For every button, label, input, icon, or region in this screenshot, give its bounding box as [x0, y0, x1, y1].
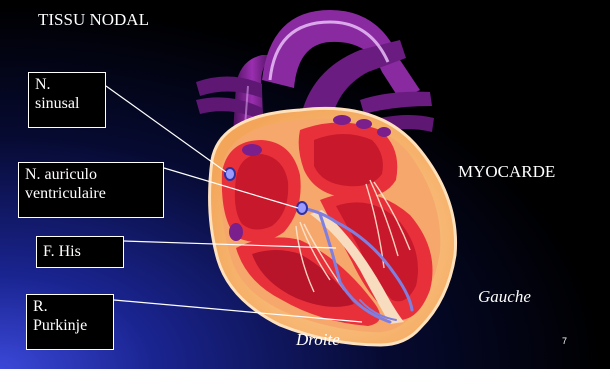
pulmonary-artery-left — [360, 92, 432, 114]
left-atrium-cavity — [314, 134, 383, 186]
label-av-node-line1: N. auriculo — [25, 165, 157, 184]
label-his-bundle: F. His — [36, 236, 124, 268]
av-node-dot — [297, 202, 307, 214]
page-number: 7 — [562, 336, 567, 346]
label-purkinje: R. Purkinje — [26, 294, 114, 350]
label-sinus-node-line1: N. — [35, 75, 99, 94]
heart-body — [210, 108, 456, 345]
label-gauche: Gauche — [478, 287, 531, 307]
label-sinus-node-line2: sinusal — [35, 94, 99, 113]
label-purkinje-line2: Purkinje — [33, 316, 107, 335]
slide-title: TISSU NODAL — [38, 10, 149, 30]
label-av-node: N. auriculo ventriculaire — [18, 162, 164, 218]
label-sinus-node: N. sinusal — [28, 72, 106, 128]
label-purkinje-line1: R. — [33, 297, 107, 316]
myocarde-label: MYOCARDE — [458, 162, 555, 182]
label-droite: Droite — [296, 330, 340, 350]
label-av-node-line2: ventriculaire — [25, 184, 157, 203]
sinus-node-dot — [225, 168, 235, 180]
label-his-bundle-text: F. His — [43, 242, 117, 261]
